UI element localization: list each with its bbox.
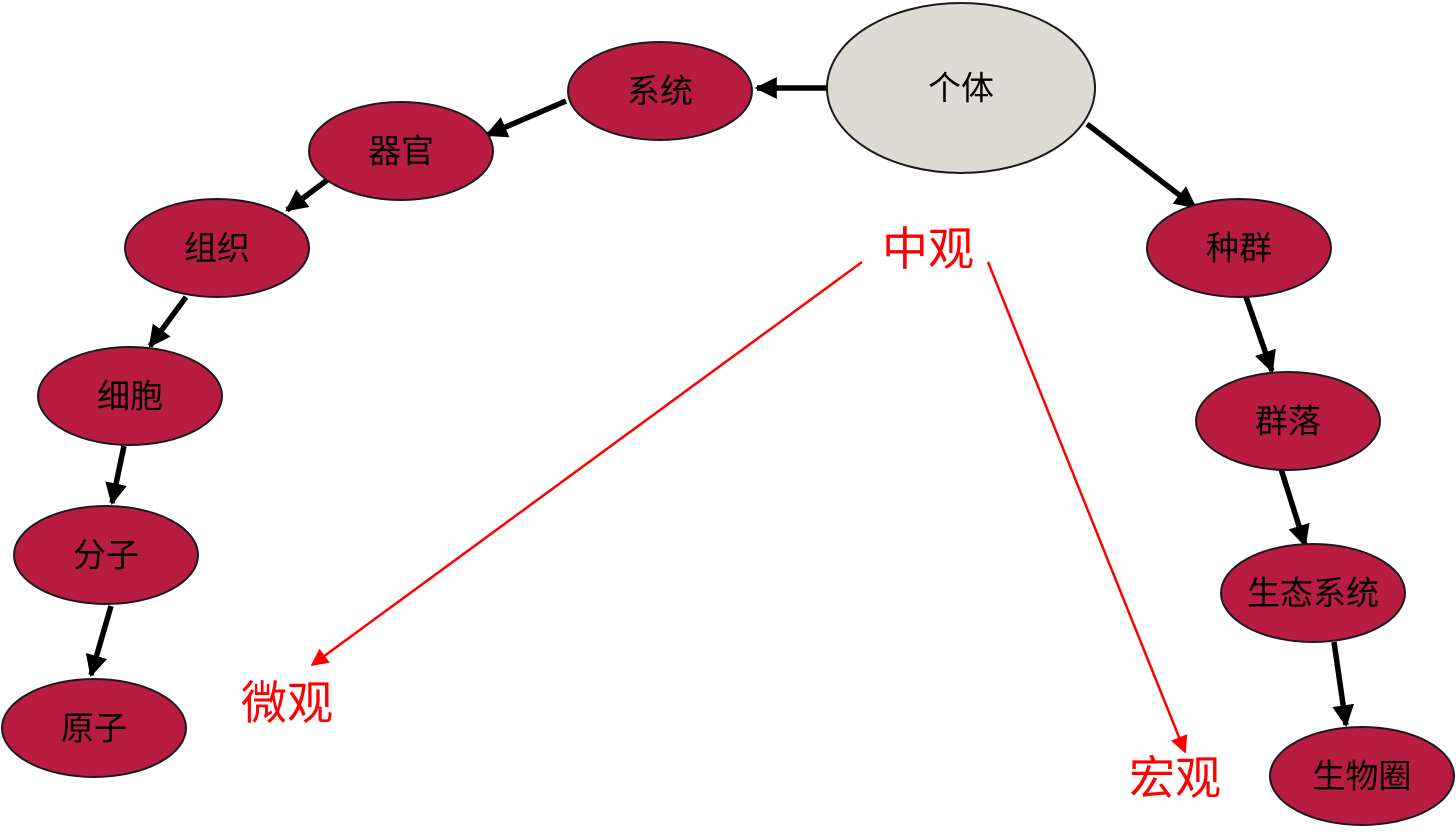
node-ecosystem-label: 生态系统: [1247, 574, 1379, 613]
node-cell: 细胞: [37, 346, 223, 446]
node-community: 群落: [1195, 371, 1381, 471]
node-molecule: 分子: [13, 505, 199, 605]
node-tissue-label: 组织: [184, 229, 250, 268]
scale-arrows: [310, 260, 1188, 754]
micro-label: 微观: [241, 676, 333, 730]
arrow-meso-to-micro: [310, 260, 863, 667]
arrow-ecosystem-to-biosphere: [1331, 641, 1355, 728]
node-organ-label: 器官: [368, 132, 434, 171]
arrow-system-to-organ: [484, 98, 568, 138]
node-system: 系统: [567, 41, 753, 141]
arrow-organ-to-tissue: [285, 172, 336, 213]
arrow-individual-to-population: [1085, 121, 1197, 210]
arrow-cell-to-molecule: [105, 445, 127, 506]
arrow-molecule-to-atom: [85, 605, 114, 678]
node-system-label: 系统: [627, 72, 693, 111]
node-biosphere: 生物圈: [1269, 726, 1455, 826]
arrow-community-to-ecosystem: [1278, 468, 1310, 548]
node-individual-label: 个体: [928, 69, 994, 108]
scale-labels: 中观 微观 宏观: [241, 222, 1221, 805]
node-population-label: 种群: [1206, 229, 1272, 268]
node-biosphere-label: 生物圈: [1313, 757, 1412, 796]
arrow-population-to-community: [1243, 296, 1276, 374]
macro-label: 宏观: [1129, 751, 1221, 805]
hierarchy-arrows: [85, 77, 1355, 728]
arrow-tissue-to-cell: [147, 295, 189, 348]
node-cell-label: 细胞: [97, 377, 163, 416]
node-atom: 原子: [1, 678, 187, 778]
node-individual: 个体: [826, 2, 1096, 174]
node-community-label: 群落: [1255, 402, 1321, 441]
arrow-meso-to-macro: [986, 261, 1188, 754]
node-molecule-label: 分子: [73, 536, 139, 575]
node-ecosystem: 生态系统: [1220, 543, 1406, 643]
node-atom-label: 原子: [61, 709, 127, 748]
node-tissue: 组织: [124, 198, 310, 298]
meso-label: 中观: [882, 222, 974, 276]
node-population: 种群: [1146, 198, 1332, 298]
node-organ: 器官: [308, 101, 494, 201]
